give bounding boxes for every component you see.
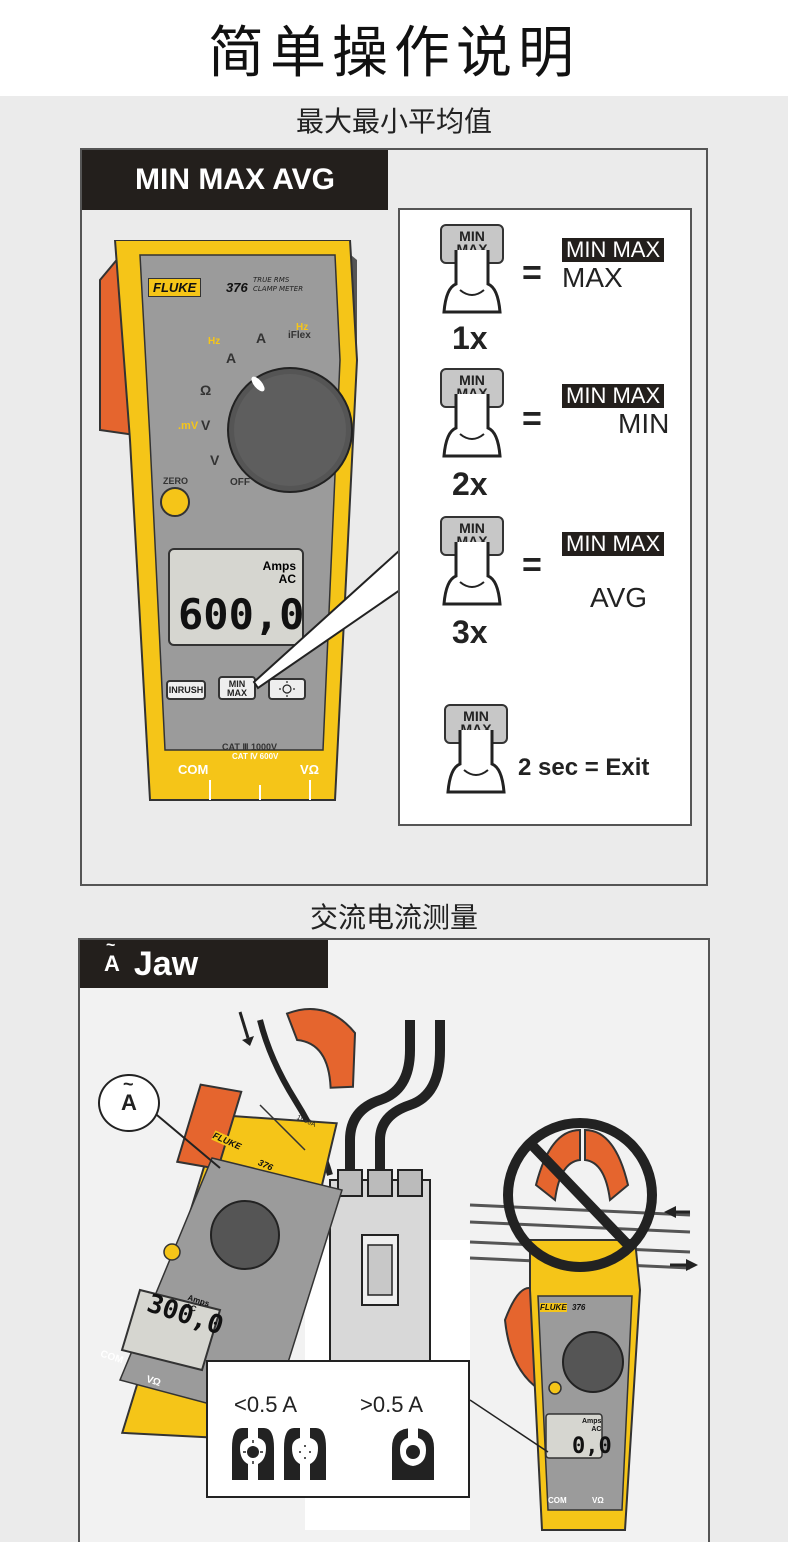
equals-sign: = bbox=[522, 400, 542, 438]
backlight-button[interactable] bbox=[268, 678, 306, 700]
sun-icon bbox=[279, 681, 295, 697]
section-heading-ac-current: 交流电流测量 bbox=[309, 901, 478, 934]
dial-dc-v-label: V bbox=[201, 417, 211, 433]
page-title: 简单操作说明 bbox=[0, 0, 788, 96]
function-symbol-bubble: ~ A bbox=[98, 1074, 160, 1132]
equals-sign: = bbox=[522, 546, 542, 584]
meter2-lcd-reading: 0,0 bbox=[572, 1434, 612, 1459]
lcd-reading: 600,0 bbox=[178, 590, 305, 639]
threshold-less-label: <0.5 A bbox=[234, 1392, 298, 1417]
off-label: OFF bbox=[230, 477, 250, 488]
minmax-header-label: MIN MAX AVG bbox=[135, 163, 335, 196]
inrush-button[interactable]: INRUSH bbox=[166, 680, 206, 700]
meter2-brand-logo: FLUKE bbox=[540, 1303, 567, 1312]
cat-rating-1: CAT Ⅲ 1000V bbox=[222, 742, 278, 752]
meter-body-graphic bbox=[99, 240, 359, 801]
rotary-dial[interactable] bbox=[225, 376, 349, 500]
press-count: 1x bbox=[452, 320, 488, 356]
lcd-units-ac: AC bbox=[278, 572, 296, 586]
minmax-instructions-box: MIN MAX = MIN MAX MAX 1x MIN MAX = MIN M… bbox=[398, 208, 692, 826]
cat-rating-2: CAT Ⅳ 600V bbox=[232, 752, 279, 761]
brand-logo: FLUKE bbox=[148, 278, 202, 297]
zero-button[interactable] bbox=[160, 488, 192, 520]
ac-amps-symbol: ~ A bbox=[104, 937, 120, 976]
lcd-units-amps: Amps bbox=[262, 559, 296, 573]
dial-ac-a-label: A bbox=[226, 350, 237, 366]
press-count: 2x bbox=[452, 466, 488, 502]
threshold-greater-label: >0.5 A bbox=[360, 1392, 424, 1417]
exit-instruction: 2 sec = Exit bbox=[518, 754, 650, 781]
jaw-header: ~ A Jaw bbox=[80, 937, 328, 988]
meter2-model-number: 376 bbox=[572, 1303, 586, 1312]
finger-press-icon bbox=[446, 730, 506, 794]
model-number: 376 bbox=[226, 280, 248, 295]
dial-hz-a-label: Hz bbox=[208, 336, 221, 347]
dial-ac-v-label: V bbox=[210, 452, 220, 468]
press-count: 3x bbox=[452, 614, 488, 650]
finger-press-icon bbox=[442, 250, 502, 314]
finger-press-icon bbox=[442, 394, 502, 458]
minmax-header: MIN MAX AVG bbox=[82, 150, 388, 210]
jaw-indicator-icons bbox=[232, 1428, 434, 1480]
dial-ohm-label: Ω bbox=[200, 382, 212, 398]
finger-press-icon bbox=[442, 542, 502, 606]
minmax-badge: MIN MAX bbox=[562, 238, 665, 262]
meter2-vohm-label: VΩ bbox=[592, 1496, 604, 1505]
model-description: TRUE RMS CLAMP METER bbox=[253, 276, 304, 293]
dial-hz-iflex-label: Hz bbox=[296, 322, 309, 333]
jaw-threshold-inset: <0.5 A >0.5 A bbox=[206, 1360, 470, 1498]
dial-iflex-label: iFlex bbox=[288, 330, 311, 341]
dial-mv-label: .mV bbox=[178, 420, 199, 432]
zero-label: ZERO bbox=[163, 476, 189, 486]
minmax-button[interactable]: MIN MAX bbox=[218, 676, 256, 700]
lcd-display: Amps AC 600,0 bbox=[168, 548, 304, 646]
jaw-header-label: Jaw bbox=[133, 944, 199, 983]
meter2-lcd-units: Amps AC bbox=[582, 1418, 602, 1433]
jaw-icon-lit bbox=[232, 1428, 274, 1480]
step-result: AVG bbox=[590, 582, 648, 613]
minmax-badge: MIN MAX bbox=[562, 532, 665, 556]
step-result: MAX bbox=[562, 262, 623, 293]
jaw-icon-closed bbox=[392, 1428, 434, 1480]
equals-sign: = bbox=[522, 254, 542, 292]
ac-amps-symbol: A bbox=[121, 1090, 137, 1115]
callout-pointer bbox=[252, 550, 401, 690]
com-jack-label: COM bbox=[178, 762, 209, 777]
meter2-com-label: COM bbox=[548, 1496, 567, 1505]
section-heading-minmax: 最大最小平均值 bbox=[295, 105, 492, 138]
minmax-badge: MIN MAX bbox=[562, 384, 665, 408]
step-result: MIN bbox=[618, 408, 670, 439]
jaw-icon-dotted bbox=[284, 1428, 326, 1480]
dial-dc-a-label: A bbox=[256, 330, 267, 346]
vohm-jack-label: VΩ bbox=[300, 762, 320, 777]
